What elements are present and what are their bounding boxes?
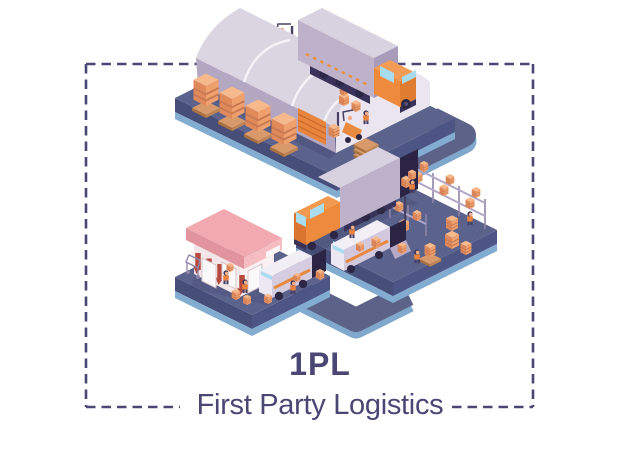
delivery-van bbox=[259, 249, 326, 301]
platform-side bbox=[175, 98, 337, 191]
platform-rim bbox=[252, 290, 330, 336]
platform-side bbox=[252, 276, 330, 329]
subtitle-first-party-logistics: First Party Logistics bbox=[197, 389, 444, 421]
box bbox=[371, 235, 381, 249]
van-open-rear bbox=[390, 219, 406, 248]
store-roof-top bbox=[186, 209, 282, 257]
platform-rim bbox=[393, 244, 497, 303]
box bbox=[242, 294, 252, 306]
shopping-cart bbox=[185, 254, 201, 279]
bumper bbox=[294, 239, 306, 250]
title-1pl: 1PL bbox=[289, 346, 351, 382]
forklift bbox=[328, 109, 362, 143]
van-roof bbox=[259, 250, 312, 276]
shadow bbox=[302, 196, 418, 253]
warehouse-roof bbox=[196, 8, 384, 127]
box bbox=[355, 241, 365, 253]
box bbox=[263, 293, 273, 305]
platform-rim bbox=[175, 291, 252, 336]
trailer-side bbox=[298, 20, 374, 98]
store-area bbox=[175, 209, 330, 336]
garage-door-slats bbox=[297, 113, 327, 141]
trailer-side bbox=[340, 158, 400, 228]
van-side bbox=[272, 256, 312, 298]
box-truck bbox=[294, 147, 418, 251]
van-roof bbox=[331, 220, 390, 250]
cab-window bbox=[310, 203, 324, 219]
store-door bbox=[201, 257, 217, 289]
van-stripe bbox=[273, 268, 311, 290]
cargo-truck bbox=[298, 8, 416, 113]
store-roof-side bbox=[244, 238, 282, 269]
warehouse-area bbox=[175, 8, 455, 198]
van-stripe bbox=[345, 239, 389, 264]
platform-side bbox=[175, 277, 252, 329]
truck-cab bbox=[306, 202, 340, 245]
box bbox=[231, 288, 241, 301]
cab-window bbox=[380, 66, 394, 83]
platform-rim bbox=[175, 112, 337, 198]
trailer-top bbox=[298, 8, 398, 58]
store-roof-side bbox=[186, 228, 244, 269]
windshield bbox=[296, 212, 306, 227]
trailer-top bbox=[318, 147, 400, 188]
trailer-markings bbox=[305, 52, 369, 87]
windshield bbox=[402, 70, 416, 84]
store-sign bbox=[266, 245, 280, 258]
